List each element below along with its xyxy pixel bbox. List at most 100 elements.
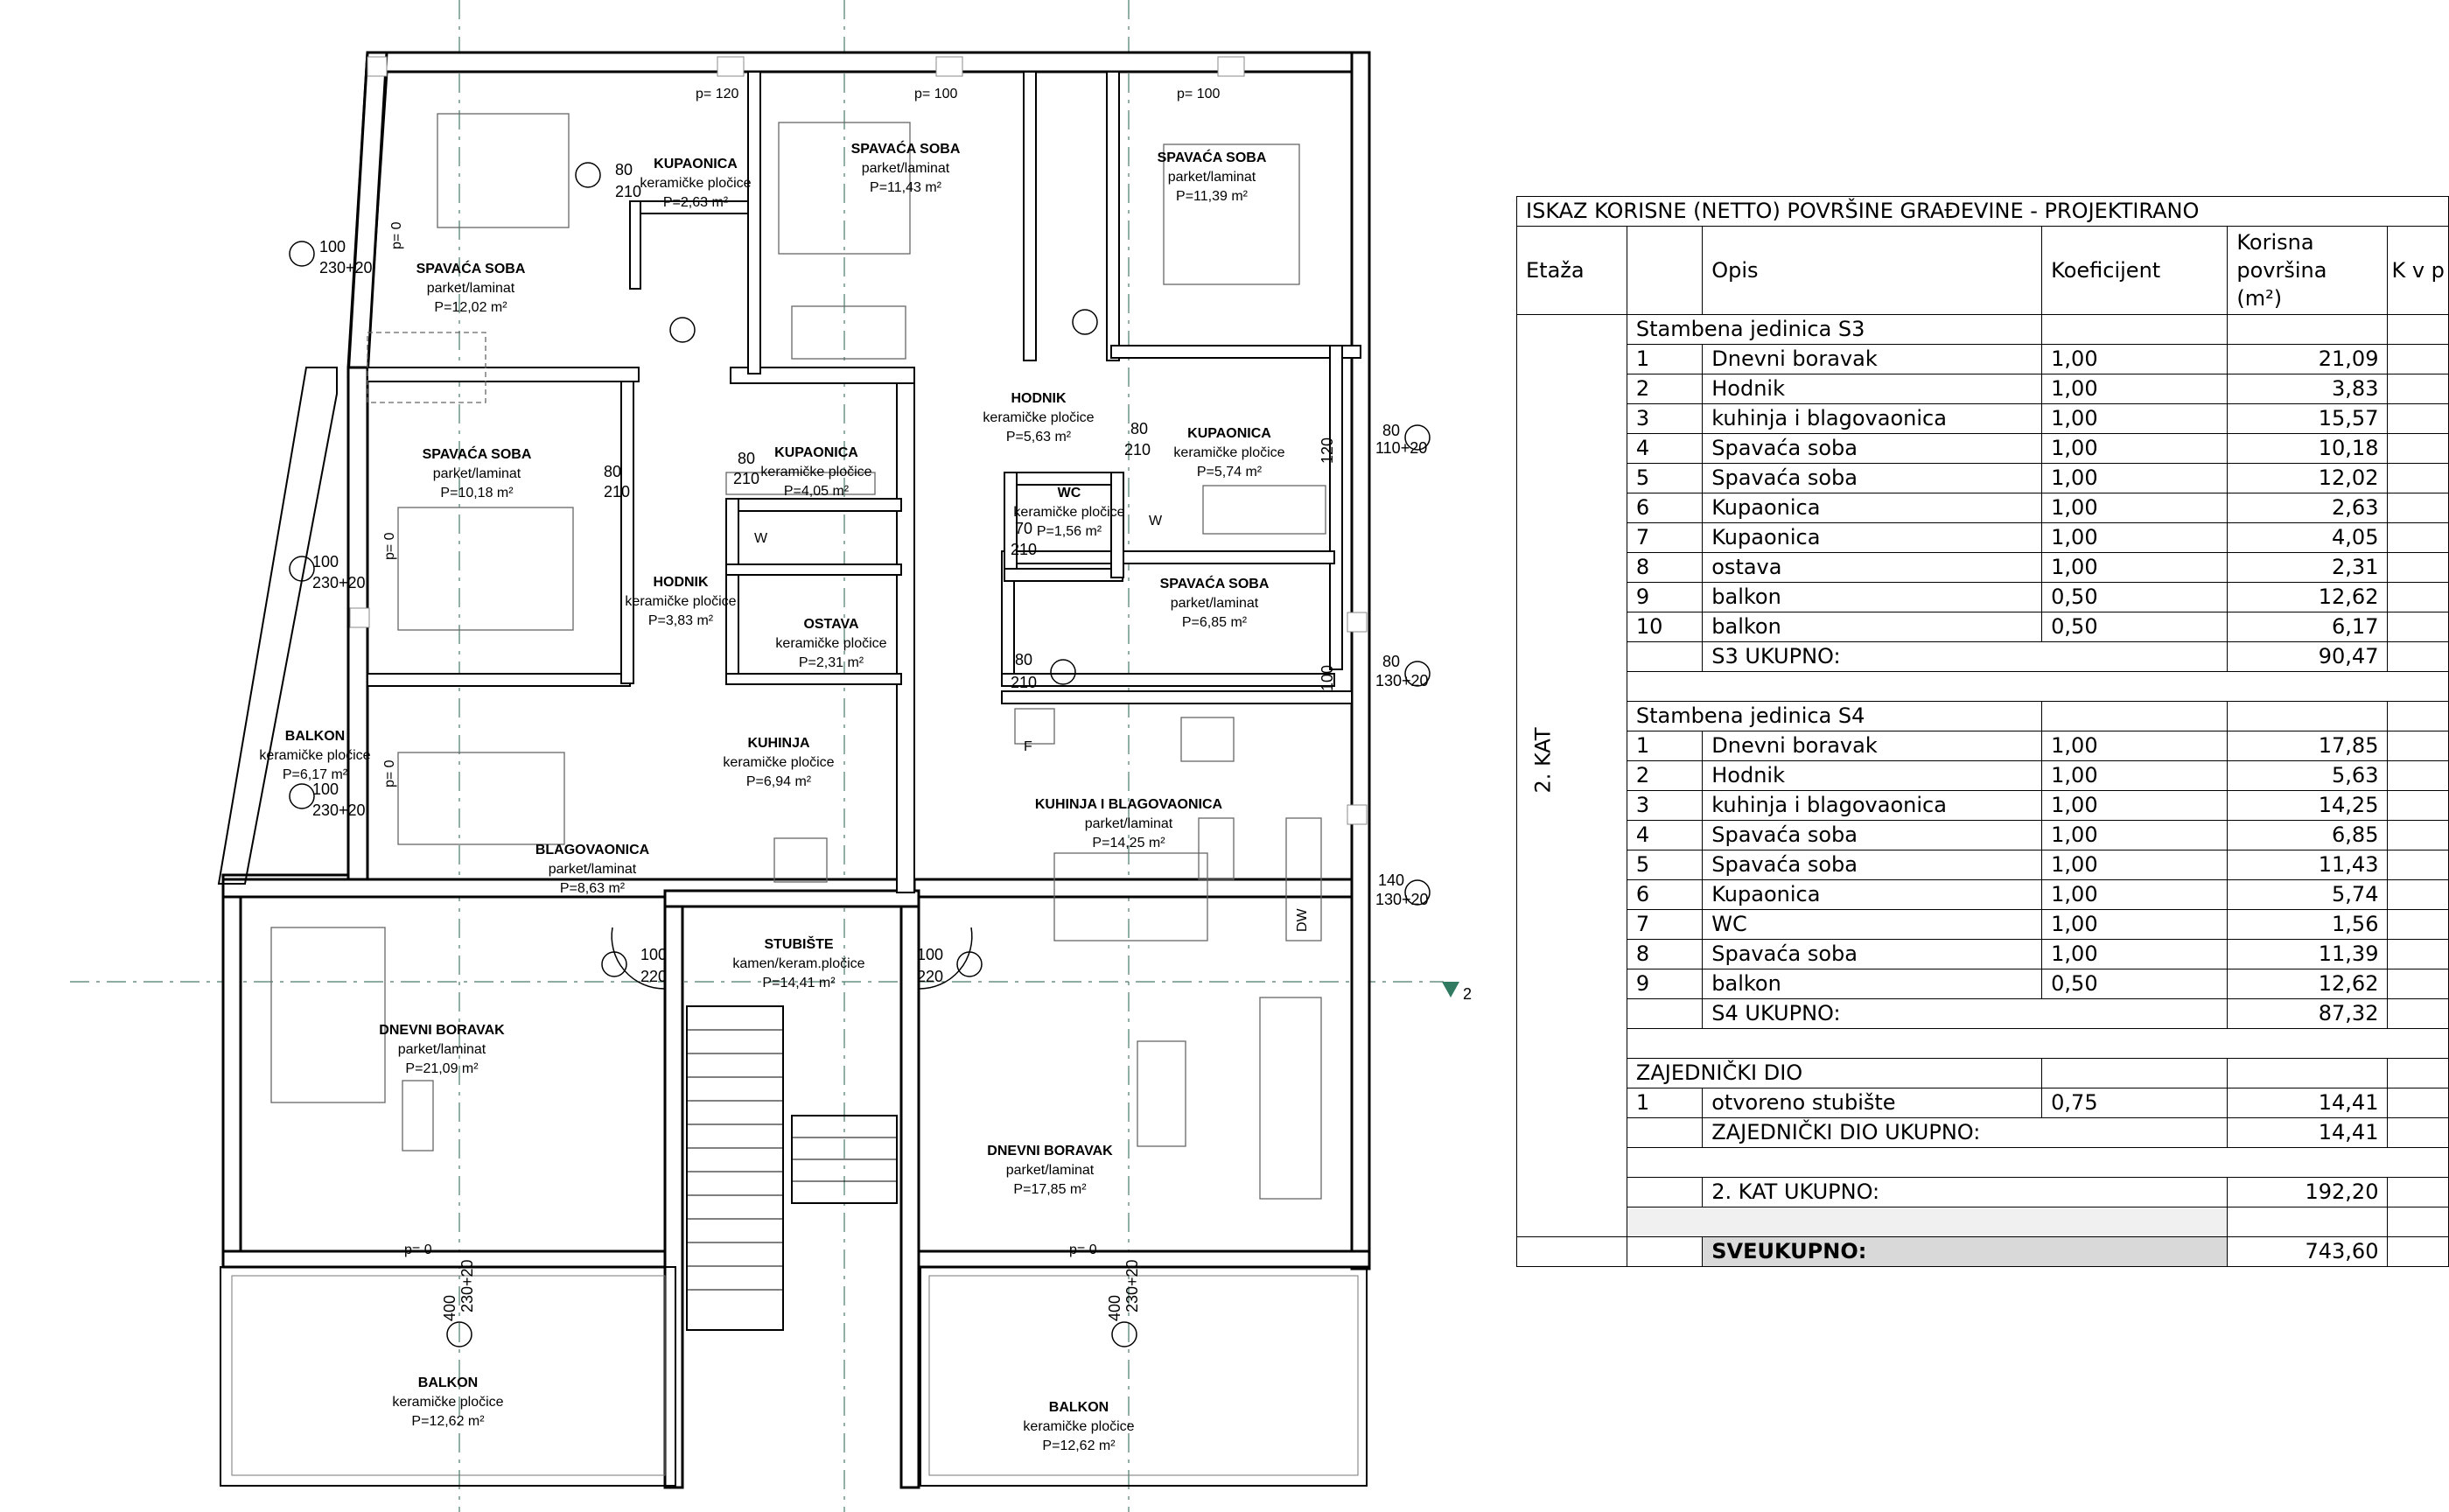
plan-label: 210 — [733, 470, 759, 487]
plan-label: p= 0 — [404, 1242, 432, 1257]
plan-label: SPAVAĆA SOBA — [1158, 149, 1267, 165]
table-cell — [2387, 731, 2449, 761]
plan-label: keramičke pločice — [1023, 1419, 1134, 1434]
table-cell: 9 — [1626, 582, 1704, 612]
plan-label: BLAGOVAONICA — [535, 843, 650, 858]
room-kuhinja-i-blagovaonica: KUHINJA I BLAGOVAONICAparket/laminatP=14… — [1035, 797, 1223, 850]
plan-label: W — [1149, 514, 1163, 528]
plan-label: 210 — [1124, 441, 1151, 458]
plan-label: 100 — [312, 553, 339, 570]
plan-label: P=2,63 m² — [663, 195, 729, 210]
table-cell: Spavaća soba — [1702, 820, 2043, 850]
table-cell — [2387, 641, 2449, 672]
table-cell: 0,50 — [2041, 582, 2229, 612]
walls — [217, 51, 1371, 1489]
table-cell: 2 — [1626, 760, 1704, 791]
plan-label: P=6,17 m² — [283, 767, 348, 782]
header-korisna-povrsina: Korisna površina (m²) — [2227, 226, 2389, 315]
grand-total-label: SVEUKUPNO: — [1702, 1236, 2229, 1267]
plan-label: 230+20 — [1123, 1259, 1141, 1312]
table-cell: 12,62 — [2227, 582, 2389, 612]
table-row: 2. KAT Stambena jedinica S3 — [1516, 314, 2449, 1237]
plan-label: 80 — [604, 463, 621, 480]
table-cell: 12,62 — [2227, 969, 2389, 999]
plan-label: 80 — [1130, 420, 1148, 438]
table-cell: 10 — [1626, 612, 1704, 642]
table-cell — [2387, 314, 2449, 345]
plan-label: parket/laminat — [1171, 596, 1259, 611]
table-cell: 5,63 — [2227, 760, 2389, 791]
table-cell — [2387, 1207, 2449, 1237]
table-cell: 0,50 — [2041, 612, 2229, 642]
table-cell — [2227, 314, 2389, 345]
plan-label: parket/laminat — [398, 1042, 486, 1057]
table-cell: 7 — [1626, 522, 1704, 553]
plan-label: parket/laminat — [1168, 170, 1256, 185]
plan-label: 110+20 — [1375, 439, 1427, 457]
zd-total-row: ZAJEDNIČKI DIO UKUPNO:14,41 — [1517, 1117, 2449, 1148]
plan-label: kamen/keram.pločice — [732, 956, 864, 971]
plan-label: DW — [1295, 907, 1310, 932]
table-cell: WC — [1702, 909, 2043, 940]
table-cell: S3 UKUPNO: — [1702, 641, 2229, 672]
plan-label: 100 — [640, 946, 667, 963]
plan-label: keramičke pločice — [1013, 505, 1124, 520]
plan-label: P=14,41 m² — [762, 976, 836, 990]
table-cell — [2041, 701, 2229, 732]
plan-label: P=5,74 m² — [1197, 465, 1263, 480]
table-cell — [2387, 939, 2449, 970]
table-cell — [2387, 612, 2449, 642]
header-opis: Opis — [1702, 226, 2043, 315]
plan-label: 80 — [1382, 422, 1400, 439]
table-cell: 1,00 — [2041, 344, 2229, 374]
columns — [349, 56, 1368, 825]
table-cell: 5 — [1626, 850, 1704, 880]
plan-label: 400 — [1106, 1295, 1123, 1321]
table-cell — [2387, 1177, 2449, 1208]
table-cell: 1,00 — [2041, 760, 2229, 791]
table-cell — [2387, 493, 2449, 523]
header-etaza: Etaža — [1516, 226, 1627, 315]
area-table: ISKAZ KORISNE (NETTO) POVRŠINE GRAĐEVINE… — [1516, 196, 2449, 1267]
plan-label: BALKON — [418, 1376, 478, 1390]
spacer-row — [1517, 1207, 2449, 1237]
plan-label: P=12,02 m² — [434, 300, 507, 315]
plan-label: 80 — [1382, 653, 1400, 670]
table-cell: 4 — [1626, 820, 1704, 850]
plan-label: 210 — [1011, 674, 1037, 691]
plan-label: KUHINJA — [747, 736, 810, 751]
table-cell — [1626, 226, 1704, 315]
plan-label: p= 0 — [389, 221, 404, 249]
table-cell: balkon — [1702, 582, 2043, 612]
plan-label: KUPAONICA — [1187, 426, 1271, 441]
plan-label: F — [1024, 739, 1032, 754]
table-cell — [2387, 463, 2449, 494]
table-cell: 1,00 — [2041, 879, 2229, 910]
plan-label: KUPAONICA — [774, 445, 858, 460]
table-cell — [2387, 344, 2449, 374]
table-cell: 1,00 — [2041, 909, 2229, 940]
table-cell: 3,83 — [2227, 374, 2389, 404]
plan-label: P=2,31 m² — [799, 655, 864, 670]
table-cell — [2387, 1088, 2449, 1118]
plan-label: OSTAVA — [803, 617, 859, 632]
table-cell: 1,00 — [2041, 850, 2229, 880]
header-extra: K v p — [2387, 226, 2449, 315]
plan-label: 100 — [312, 780, 339, 798]
table-cell — [1626, 1147, 2449, 1178]
table-title-row: ISKAZ KORISNE (NETTO) POVRŠINE GRAĐEVINE… — [1516, 196, 2449, 227]
plan-label: KUHINJA I BLAGOVAONICA — [1035, 797, 1223, 812]
s4-total-row: S4 UKUPNO:87,32 — [1517, 998, 2449, 1029]
furniture — [270, 113, 1326, 1200]
plan-label: 130+20 — [1375, 672, 1429, 690]
